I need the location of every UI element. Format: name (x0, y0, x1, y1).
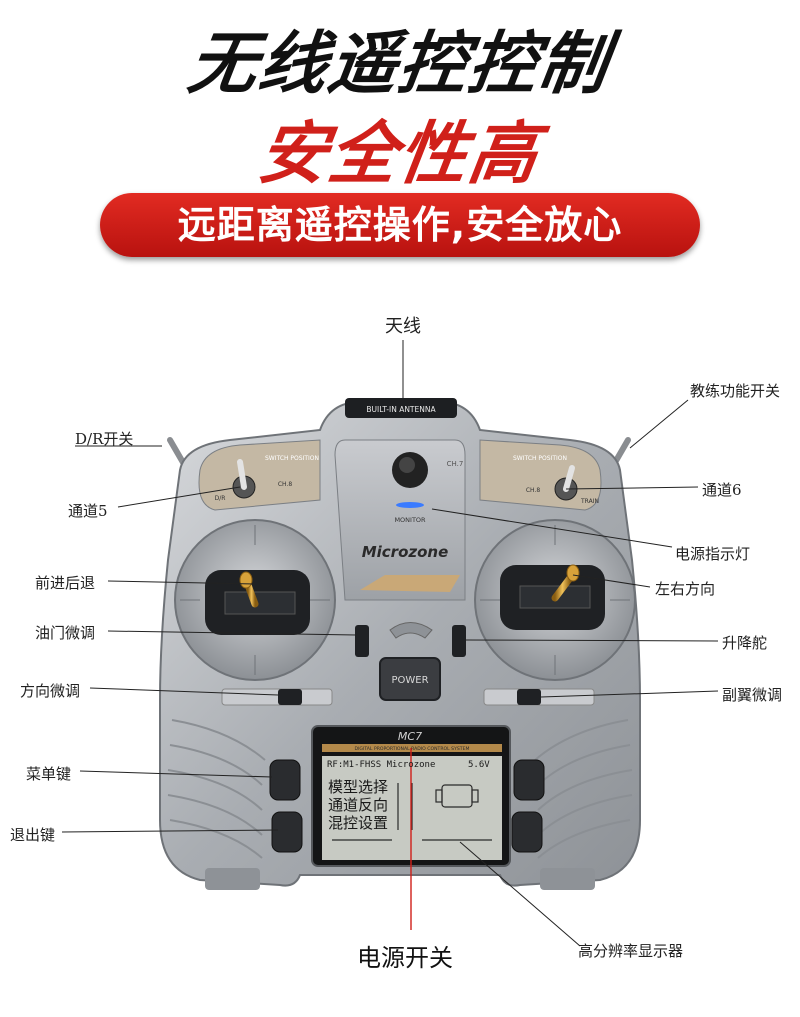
monitor-text: MONITOR (394, 516, 426, 524)
left-foot (205, 868, 260, 890)
label-hd-display: 高分辨率显示器 (578, 942, 684, 960)
antenna-strip-text: BUILT-IN ANTENNA (366, 405, 436, 414)
ch8-left: CH.8 (278, 481, 293, 488)
right-grip-ribs (534, 719, 633, 859)
lower-left-trim-track (221, 688, 333, 706)
label-elevator: 升降舵 (722, 634, 768, 652)
power-led (396, 502, 424, 508)
exit-key[interactable] (271, 811, 303, 853)
label-exit-key: 退出键 (10, 826, 56, 844)
label-dr-switch: D/R开关 (75, 430, 134, 448)
headline-banner: 远距离遥控操作,安全放心 (100, 193, 700, 257)
elevator-trim[interactable] (452, 625, 466, 657)
channel5-toggle[interactable] (232, 459, 256, 499)
power-button[interactable] (379, 657, 441, 701)
center-panel (334, 439, 466, 601)
label-menu-key: 菜单键 (26, 765, 72, 783)
steering-trim[interactable] (278, 689, 302, 705)
train-text: TRAIN (580, 498, 599, 505)
lcd-line1: RF:M1-FHSS Microzone (327, 760, 436, 770)
label-antenna: 天线 (385, 316, 421, 337)
label-throttle-trim: 油门微调 (35, 624, 96, 642)
label-left-right: 左右方向 (655, 580, 716, 598)
antenna-strip (345, 398, 457, 418)
power-button-label: POWER (391, 675, 428, 686)
label-aileron-trim: 副翼微调 (722, 686, 783, 704)
switch-position-right: SWITCH POSITION (513, 455, 567, 462)
ch7-text: CH.7 (447, 460, 464, 468)
left-switch-panel (198, 439, 321, 511)
menu-key[interactable] (269, 759, 301, 801)
down-key[interactable] (511, 811, 543, 853)
label-steering-trim: 方向微调 (20, 682, 81, 700)
throttle-trim[interactable] (355, 625, 369, 657)
right-foot (540, 868, 595, 890)
label-forward-back: 前进后退 (35, 574, 96, 592)
label-power-led: 电源指示灯 (675, 545, 751, 563)
lcd-band-text: DIGITAL PROPORTIONAL RADIO CONTROL SYSTE… (355, 746, 470, 752)
model-name: MC7 (398, 730, 422, 743)
label-channel6: 通道6 (702, 481, 742, 499)
dr-text: D/R (215, 495, 226, 502)
up-key[interactable] (513, 759, 545, 801)
right-stick[interactable] (551, 564, 580, 602)
lcd-menu-channel-reverse: 通道反向 (328, 796, 389, 814)
ch7-knob[interactable] (392, 452, 428, 488)
label-channel5: 通道5 (68, 502, 108, 520)
ch8-right: CH.8 (526, 487, 541, 494)
lcd-battery: 5.6V (468, 760, 490, 770)
callout-lines (61, 340, 719, 947)
label-trainer-switch: 教练功能开关 (690, 382, 781, 400)
left-grip-ribs (167, 719, 266, 859)
lcd-menu-model-select: 模型选择 (328, 778, 389, 796)
brand-logo: Microzone (362, 543, 449, 561)
label-power-switch: 电源开关 (357, 944, 453, 972)
switch-position-left: SWITCH POSITION (265, 455, 319, 462)
aileron-trim[interactable] (517, 689, 541, 705)
center-hook (389, 622, 433, 639)
lcd-menu-mix-settings: 混控设置 (328, 814, 389, 832)
panel-accent (360, 575, 460, 592)
